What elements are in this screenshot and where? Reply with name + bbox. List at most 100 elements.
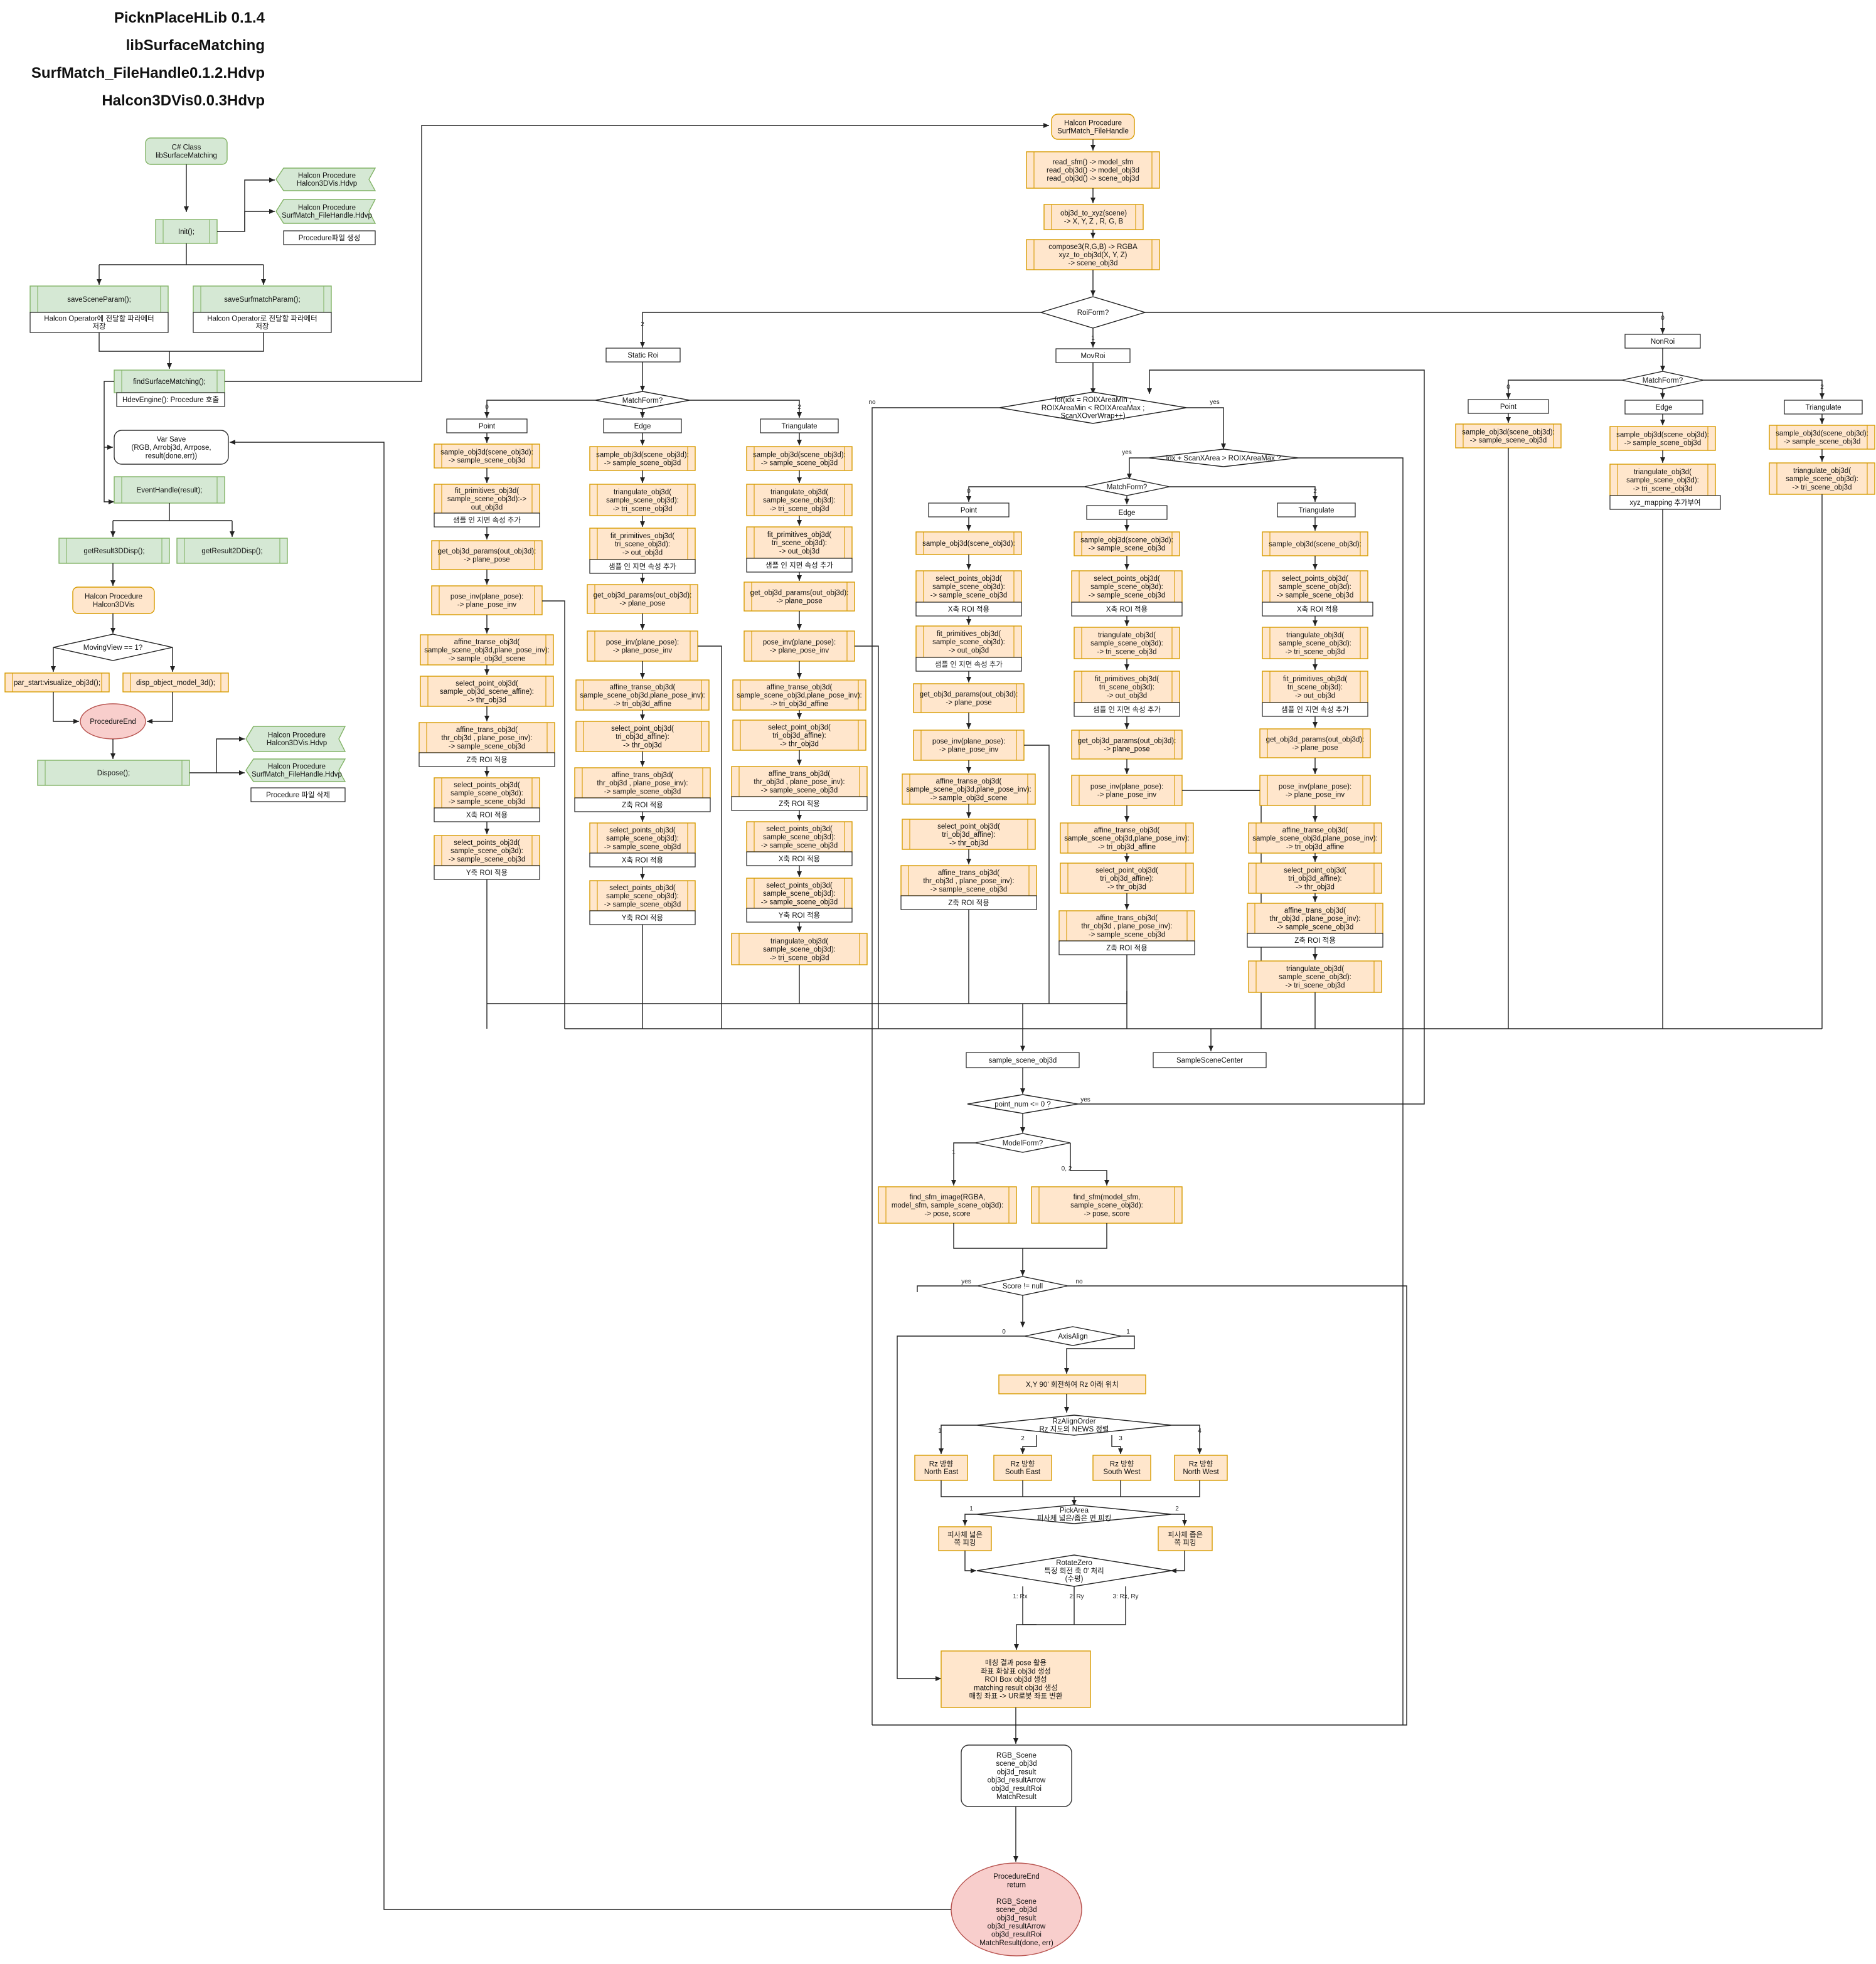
e-st0-arrowhead [797,440,802,445]
e-se1-arrowhead [640,477,645,483]
e-axis-0-arrowhead [935,1676,941,1681]
mt-fit-note-text: 샘플 인 지면 속성 추가 [1281,706,1349,714]
se-z-note-text: Z축 ROI 적용 [622,801,663,809]
mt-tri-node-text: triangulate_obj3d(sample_scene_obj3d):->… [1279,632,1351,656]
moving-view-decision-text: MovingView == 1? [83,644,142,652]
e-mt3-arrowhead [1313,664,1318,670]
e-se7-arrowhead [640,761,645,767]
e-st5-arrowhead [797,673,802,679]
ne-sample-node-text: sample_obj3d(scene_obj3d):-> sample_scen… [1616,431,1709,447]
e-sm-point [486,400,595,418]
e-find-to-fh-arrowhead [1043,123,1049,128]
st-tri-node-text: triangulate_obj3d(sample_scene_obj3d):->… [763,489,836,513]
e-sp1-arrowhead [484,477,489,483]
e-mt6-arrowhead [1313,816,1318,822]
e-me2-arrowhead [1124,620,1129,626]
e-roi-static [642,312,1041,348]
e-score-no [872,1285,1407,1726]
e-ne0-arrowhead [1660,420,1665,425]
e-mt1-arrowhead [1313,564,1318,570]
e-mf-img-arrowhead [951,1180,956,1186]
sp-fit-node-text: fit_primitives_obj3d(sample_scene_obj3d)… [447,487,527,512]
st-poseinv-node-text: pose_inv(plane_pose):-> plane_pose_inv [763,639,836,654]
sp-x-note-text: X축 ROI 적용 [466,811,508,819]
se-afftrans-node-text: affine_trans_obj3d(thr_obj3d , plane_pos… [597,772,688,796]
lbl-mm-0: 0 [967,488,971,495]
e-disp-end [147,692,173,722]
e-init-fh-arrowhead [269,209,275,214]
me-fit-node [1074,671,1180,703]
init-node [155,219,218,244]
lbl-pn-yes: yes [1080,1096,1090,1103]
find-sfm-node [1031,1186,1183,1224]
mov-tri-label [1277,502,1356,518]
e-get3d-to-vis-arrowhead [110,580,115,586]
static-roi-label [605,348,681,363]
ne-sample-node [1609,426,1716,451]
e-find-join [953,1223,1107,1249]
se-sample-node-text: sample_obj3d(scene_obj3d):-> sample_scen… [596,451,689,467]
lbl-sm-1: 1 [641,411,644,418]
st-getparams-node [743,581,855,612]
e-me8-arrowhead [1124,904,1129,910]
mt-afftranse-node-text: affine_transe_obj3d(sample_scene_obj3d,p… [1252,827,1377,851]
e-mm-tri-arrowhead [1313,496,1318,502]
st-afftranse-node [732,679,866,711]
init-node-text: Init(); [178,228,195,236]
e-par-end [53,692,79,722]
mp-sample-node [915,531,1022,555]
e-mm-edge-arrowhead [1124,499,1129,504]
e-static-mf-arrowhead [640,386,645,391]
e-init-fh [244,211,275,231]
se-poseinv-node-text: pose_inv(plane_pose):-> plane_pose_inv [606,639,679,654]
e-se0-arrowhead [640,440,645,445]
idx-cond-decision-text: idx + ScanXArea > ROIXAreaMax ? [1166,455,1281,462]
e-mp7-arrowhead [966,859,971,864]
point-num-decision-text: point_num <= 0 ? [994,1101,1051,1108]
event-handle-node [114,476,225,504]
e-mv-par-arrowhead [51,666,56,672]
e-fh-read-arrowhead [1090,145,1095,151]
e-join [99,332,264,352]
e-merge-upper [487,991,1127,1004]
se-selpoint-node [575,721,710,752]
moving-view-decision [53,634,173,661]
mov-point-label-text: Point [961,507,978,514]
static-matchform-decision-text: MatchForm? [622,397,663,405]
e-axis-1 [1066,1335,1135,1374]
idx-cond-decision [1148,449,1299,467]
static-point-label-text: Point [479,423,496,430]
st-afftrans-node [731,766,868,797]
ne-tri-node-text: triangulate_obj3d(sample_scene_obj3d):->… [1626,469,1699,493]
halcon-fh-c-tag [245,758,346,782]
e-sm-tri-arrowhead [797,412,802,418]
for-loop-decision-text: for(idx = ROIXAreaMin ;ROIXAreaMin < ROI… [1042,396,1145,420]
me-tri-node [1074,627,1180,659]
lbl-rz0-rx: 1: Rx [1013,1593,1027,1600]
compose-node [1026,239,1160,270]
se-selpoints-y-node-text: select_points_obj3d(sample_scene_obj3d):… [604,884,681,909]
e-pick-1-arrowhead [962,1520,967,1526]
sp-getparams-node-text: get_obj3d_params(out_obj3d):-> plane_pos… [438,548,536,563]
e-roi-static-arrowhead [640,342,645,348]
e-rz-3-arrowhead [1118,1448,1123,1454]
e-mp0-arrowhead [966,525,971,531]
mt-x-note-text: X축 ROI 적용 [1297,605,1338,613]
e-idx-yes [1129,457,1149,479]
e-mf-img [953,1142,975,1186]
st-fit-node-text: fit_primitives_obj3d(tri_scene_obj3d):->… [767,531,831,556]
e-sp0-arrowhead [484,437,489,443]
header-line-1: PicknPlaceHLib 0.1.4 [114,9,265,26]
e-for-yes [1186,407,1224,449]
st-afftrans-node-text: affine_trans_obj3d(thr_obj3d , plane_pos… [754,770,845,795]
e-result-out-arrowhead [1013,1738,1018,1744]
save-surf-node-text: saveSurfmatchParam(); [224,296,300,304]
e-mt4-arrowhead [1313,722,1318,728]
lbl-sm-0: 0 [485,404,489,411]
